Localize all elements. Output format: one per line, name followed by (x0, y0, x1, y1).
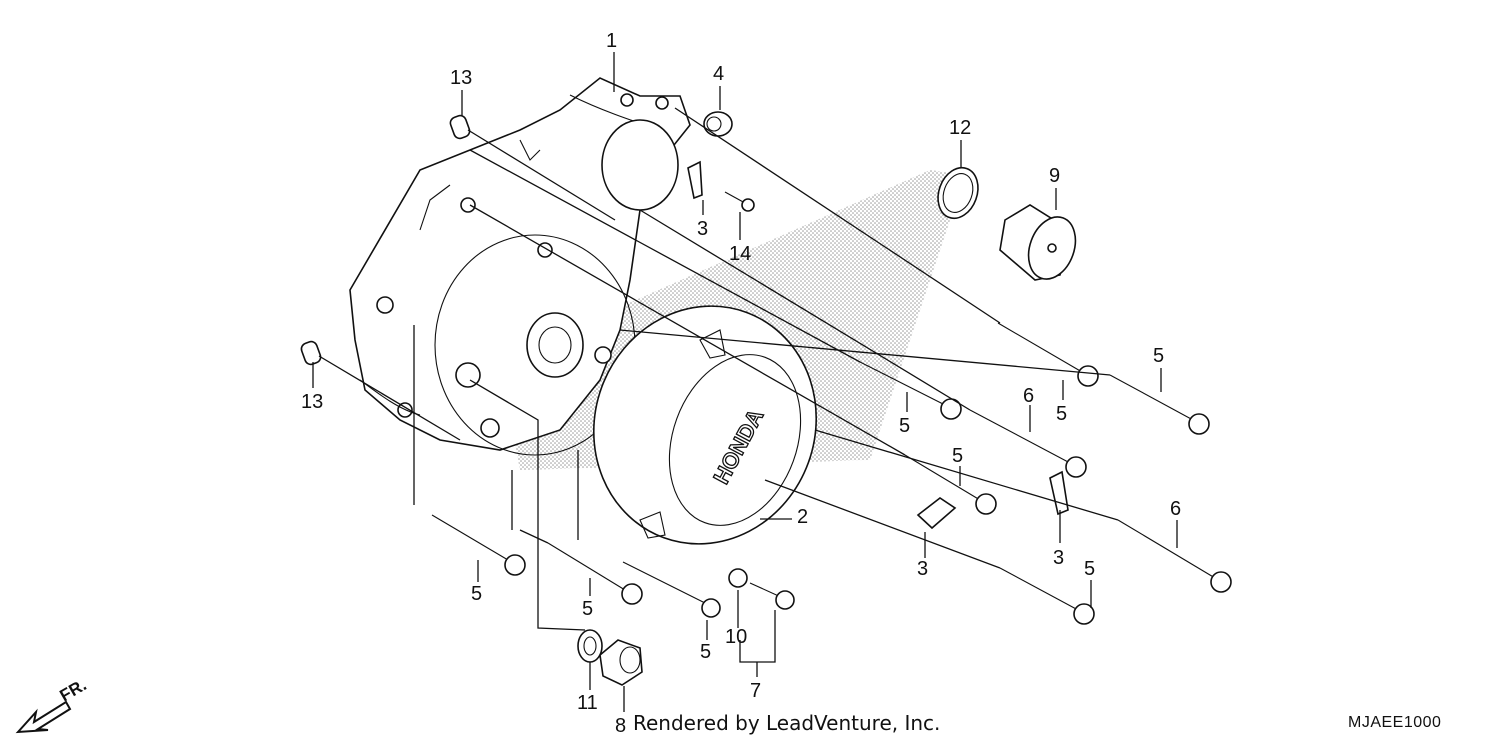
diagram-code: MJAEE1000 (1348, 714, 1442, 731)
direction-label: FR. (57, 675, 90, 705)
render-credit: Rendered by LeadVenture, Inc. (633, 711, 941, 735)
clutch-cover: HONDA (592, 305, 818, 545)
flange-bolts (431, 322, 1232, 625)
callout-12: 12 (949, 117, 971, 139)
callout-10: 10 (725, 626, 747, 648)
callout-13-left: 13 (301, 391, 323, 413)
bolt-5-h (999, 567, 1095, 625)
bolt-5-b (547, 542, 643, 605)
callout-3-right: 3 (1053, 547, 1064, 569)
front-direction-arrow-icon: FR. (15, 675, 90, 734)
leader-lines (312, 52, 1178, 712)
callout-4: 4 (713, 63, 724, 85)
small-parts (300, 111, 1077, 686)
bolt-5-d (859, 361, 962, 420)
callout-5-bottom-center: 5 (582, 598, 593, 620)
callout-1: 1 (606, 30, 617, 52)
bolt-5-a (431, 514, 526, 576)
callout-5-right-top: 5 (1153, 345, 1164, 367)
callout-8: 8 (615, 715, 626, 737)
callout-5-mid: 5 (952, 445, 963, 467)
bolt-6-b (1117, 519, 1232, 593)
callout-5-bottom-right: 5 (700, 641, 711, 663)
callout-11: 11 (577, 692, 598, 714)
bolt-5-e (904, 454, 997, 515)
callout-5-bottom-left: 5 (471, 583, 482, 605)
callout-7: 7 (750, 680, 761, 702)
callout-6-upper: 6 (1023, 385, 1034, 407)
bolt-6-a (969, 409, 1087, 478)
callout-3-mid: 3 (917, 558, 928, 580)
bolt-5-c (622, 561, 721, 618)
bolt-5-f (997, 322, 1099, 387)
callout-14: 14 (729, 243, 751, 265)
callout-3-top: 3 (697, 218, 708, 240)
callout-9: 9 (1049, 165, 1060, 187)
callout-5-right-bottom: 5 (1084, 558, 1095, 580)
callout-6-lower: 6 (1170, 498, 1181, 520)
callout-2: 2 (797, 506, 808, 528)
callout-13-top: 13 (450, 67, 472, 89)
callout-5-mid-upper: 5 (1056, 403, 1067, 425)
callout-5-mid-left: 5 (899, 415, 910, 437)
callout-numbers: 1 4 13 12 9 3 14 13 5 5 5 5 6 2 6 3 3 5 … (301, 30, 1181, 737)
left-crankcase-cover (349, 77, 691, 456)
bolt-5-g (1109, 374, 1210, 435)
